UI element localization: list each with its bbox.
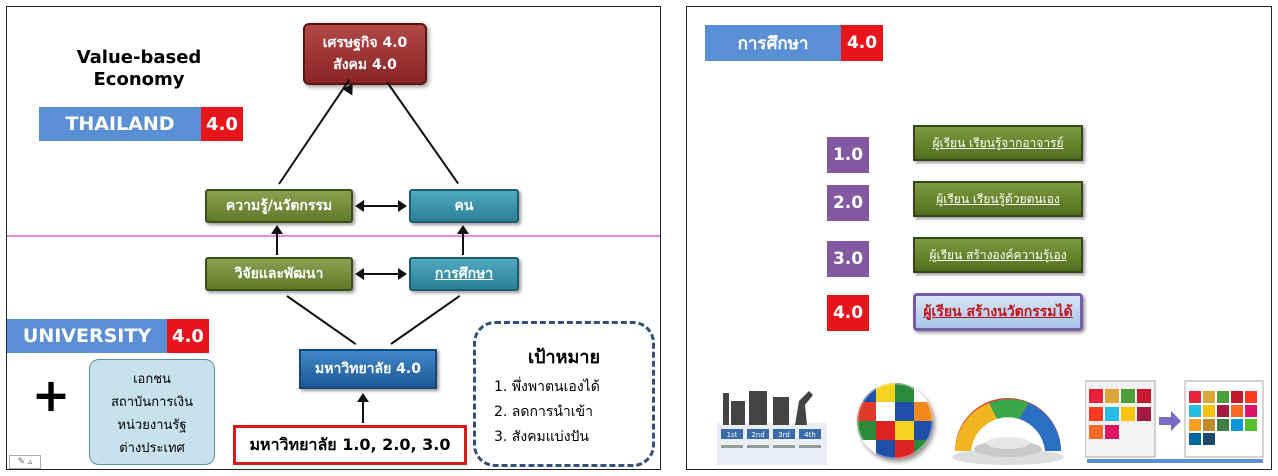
arrowhead [398, 268, 407, 280]
left-slide: Value-based Economy THAILAND 4.0 เศรษฐกิ… [6, 6, 661, 470]
thailand-num: 4.0 [201, 107, 243, 141]
level-text: ผู้เรียน เรียนรู้ด้วยตนเอง [913, 181, 1083, 217]
level-num: 1.0 [827, 137, 869, 173]
rainbow-arch-image [949, 381, 1067, 465]
industry-label: 1st [727, 431, 738, 439]
industry-revolution-image: 1st 2nd 3rd 4th [717, 373, 827, 465]
right-slide: การศึกษา 4.0 1.0 ผู้เรียน เรียนรู้จากอาจ… [686, 6, 1272, 470]
sdg-infographic-image [1084, 377, 1265, 465]
knowledge-innovation-box: ความรู้/นวัตกรรม [205, 189, 353, 223]
arrow-up [362, 397, 364, 423]
goal-item: 3. สังคมแบ่งปัน [494, 429, 589, 445]
divider-line [7, 235, 660, 237]
arrow-line [278, 78, 351, 185]
education-header-num: 4.0 [841, 25, 883, 61]
goals-title: เป้าหมาย [527, 347, 601, 368]
partner-item: หน่วยงานรัฐ [117, 418, 187, 433]
double-arrow-line [361, 205, 401, 207]
level-text-highlight: ผู้เรียน สร้างนวัตกรรมได้ [913, 293, 1083, 331]
education-box: การศึกษา [409, 257, 519, 291]
university-label: UNIVERSITY [7, 319, 167, 353]
arrowhead [398, 200, 407, 212]
arrowhead [271, 225, 283, 234]
arrowhead [355, 268, 364, 280]
arrowhead [355, 200, 364, 212]
partner-item: เอกชน [133, 372, 171, 387]
level-num: 2.0 [827, 185, 869, 221]
arrow-line [286, 295, 357, 345]
industry-label: 2nd [751, 431, 764, 439]
goal-item: 2. ลดการนำเข้า [494, 404, 593, 420]
legacy-university-box: มหาวิทยาลัย 1.0, 2.0, 3.0 [233, 425, 467, 465]
industry-label: 4th [804, 431, 816, 439]
university-num: 4.0 [167, 319, 209, 353]
globe-flags-image [857, 383, 933, 459]
arrow-up [276, 229, 278, 255]
arrow-line [390, 295, 461, 345]
people-box: คน [409, 189, 519, 223]
research-dev-box: วิจัยและพัฒนา [205, 257, 353, 291]
university40-box: มหาวิทยาลัย 4.0 [299, 349, 437, 389]
plus-sign: + [31, 368, 71, 422]
arrowhead [357, 393, 369, 402]
goal-item: 1. พึ่งพาตนเองได้ [494, 379, 600, 395]
double-arrow-line [361, 273, 401, 275]
partner-item: สถาบันการเงิน [110, 395, 194, 410]
arrow-up [462, 229, 464, 255]
level-num: 3.0 [827, 241, 869, 277]
thailand-label: THAILAND [39, 107, 201, 141]
level-num: 4.0 [827, 295, 869, 331]
level-text: ผู้เรียน เรียนรู้จากอาจารย์ [913, 125, 1083, 161]
arrow-line [386, 81, 459, 185]
partner-item: ต่างประเทศ [119, 441, 185, 456]
partners-box: เอกชน สถาบันการเงิน หน่วยงานรัฐ ต่างประเ… [89, 359, 215, 465]
economy-society-box: เศรษฐกิจ 4.0 สังคม 4.0 [303, 23, 427, 85]
arrowhead [457, 225, 469, 234]
slide-nav-icon[interactable]: ✎ ▵ [9, 455, 41, 469]
goals-box: เป้าหมาย 1. พึ่งพาตนเองได้ 2. ลดการนำเข้… [473, 321, 655, 467]
industry-label: 3rd [778, 431, 790, 439]
level-text: ผู้เรียน สร้างองค์ความรู้เอง [913, 237, 1083, 273]
value-based-title: Value-based Economy [76, 47, 202, 90]
education-header-label: การศึกษา [705, 25, 841, 61]
